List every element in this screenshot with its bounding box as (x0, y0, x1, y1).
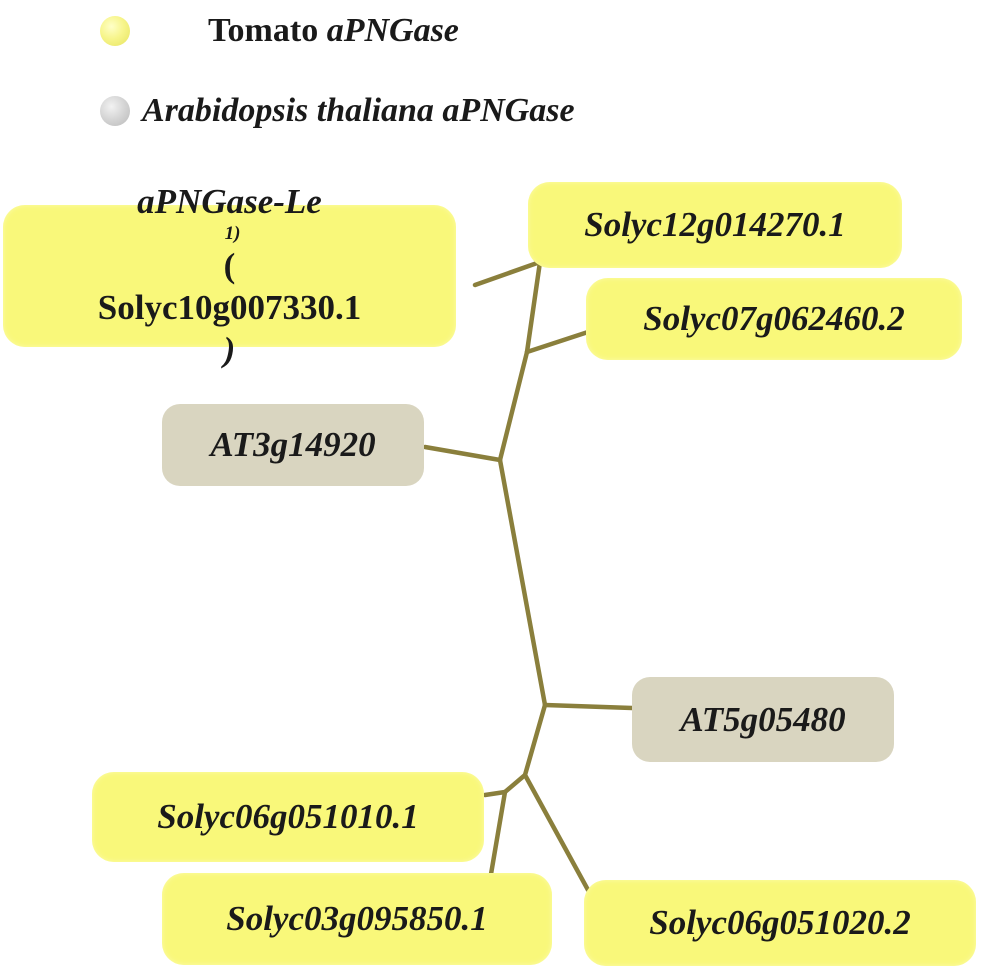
leaf-apngase-le-id: (Solyc10g007330.1) (97, 246, 362, 370)
branch-solyc06g051020 (522, 772, 591, 893)
branch-solyc03 (487, 789, 508, 883)
legend-item-tomato: Tomato aPNGase (100, 12, 459, 50)
branch-trunk (497, 457, 548, 708)
reference-superscript: 1) (224, 222, 241, 244)
branch-upper-internal (497, 349, 530, 463)
branch-at5g05480 (542, 702, 635, 711)
arabidopsis-legend-marker (100, 96, 130, 126)
leaf-solyc03g095850: Solyc03g095850.1 (162, 873, 552, 965)
branch-solyc06g051010 (482, 789, 508, 798)
leaf-solyc06g051010: Solyc06g051010.1 (92, 772, 484, 862)
branch-at3g14920 (422, 444, 503, 463)
tomato-legend-marker (100, 16, 130, 46)
leaf-at3g14920: AT3g14920 (162, 404, 424, 486)
legend-item-arabidopsis: Arabidopsis thaliana aPNGase (100, 92, 575, 130)
branch-upper-clade (524, 259, 543, 355)
tomato-legend-label: Tomato aPNGase (208, 12, 459, 49)
branch-lower-clade (502, 772, 528, 795)
leaf-at5g05480: AT5g05480 (632, 677, 894, 762)
branch-lower-internal (522, 702, 548, 778)
leaf-solyc06g051020: Solyc06g051020.2 (584, 880, 976, 966)
leaf-solyc12g014270: Solyc12g014270.1 (528, 182, 902, 268)
branch-aPNGase-le (472, 259, 543, 288)
arabidopsis-legend-label: Arabidopsis thaliana aPNGase (142, 92, 575, 129)
branch-solyc07 (524, 329, 591, 355)
leaf-solyc07g062460: Solyc07g062460.2 (586, 278, 962, 360)
